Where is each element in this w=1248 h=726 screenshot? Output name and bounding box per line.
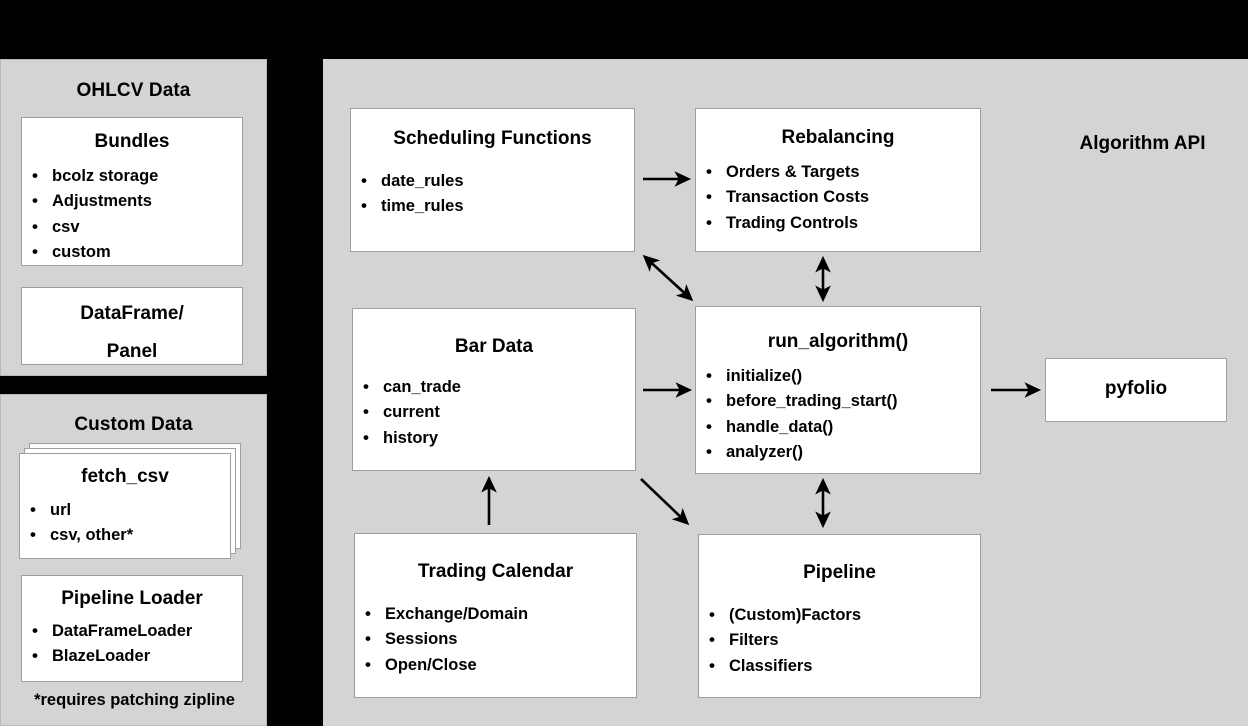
bar-data-list: can_trade current history [353, 374, 635, 452]
list-item: BlazeLoader [22, 643, 242, 670]
list-item: csv [22, 214, 242, 241]
list-item: current [353, 399, 635, 426]
bundles-card: Bundles bcolz storage Adjustments csv cu… [21, 117, 243, 266]
scheduling-functions-title: Scheduling Functions [393, 128, 592, 149]
dataframe-panel-card: DataFrame/ Panel [21, 287, 243, 365]
list-item: analyzer() [696, 439, 980, 466]
list-item: Open/Close [355, 652, 636, 679]
pyfolio-box: pyfolio [1045, 358, 1227, 422]
dataframe-card-title-line2: Panel [106, 340, 158, 362]
list-item: handle_data() [696, 414, 980, 441]
fetch-csv-list: url csv, other* [20, 497, 230, 549]
custom-data-panel: Custom Data fetch_csv url csv, other* Pi… [0, 394, 267, 726]
pipeline-loader-card: Pipeline Loader DataFrameLoader BlazeLoa… [21, 575, 243, 682]
list-item: csv, other* [20, 522, 230, 549]
list-item: Classifiers [699, 653, 980, 680]
list-item: Sessions [355, 626, 636, 653]
list-item: (Custom)Factors [699, 602, 980, 629]
scheduling-functions-box: Scheduling Functions date_rules time_rul… [350, 108, 635, 252]
list-item: DataFrameLoader [22, 618, 242, 645]
list-item: can_trade [353, 374, 635, 401]
list-item: Filters [699, 627, 980, 654]
list-item: Adjustments [22, 188, 242, 215]
pipeline-list: (Custom)Factors Filters Classifiers [699, 602, 980, 680]
list-item: before_trading_start() [696, 388, 980, 415]
fetch-csv-card-title: fetch_csv [81, 466, 169, 487]
run-algorithm-list: initialize() before_trading_start() hand… [696, 363, 980, 466]
ohlcv-data-panel: OHLCV Data Bundles bcolz storage Adjustm… [0, 59, 267, 376]
bundles-list: bcolz storage Adjustments csv custom [22, 163, 242, 266]
rebalancing-list: Orders & Targets Transaction Costs Tradi… [696, 159, 980, 237]
list-item: bcolz storage [22, 163, 242, 190]
algorithm-api-label: Algorithm API [1079, 133, 1206, 154]
custom-data-footnote: *requires patching zipline [34, 691, 235, 709]
pipeline-loader-list: DataFrameLoader BlazeLoader [22, 618, 242, 670]
list-item: Trading Controls [696, 210, 980, 237]
custom-panel-title: Custom Data [74, 414, 193, 435]
trading-calendar-list: Exchange/Domain Sessions Open/Close [355, 601, 636, 679]
bundles-card-title: Bundles [94, 131, 170, 152]
scheduling-functions-list: date_rules time_rules [351, 168, 634, 220]
pyfolio-title: pyfolio [1104, 378, 1168, 399]
list-item: url [20, 497, 230, 524]
list-item: time_rules [351, 193, 634, 220]
list-item: Transaction Costs [696, 184, 980, 211]
dataframe-card-title-line1: DataFrame/ [80, 303, 184, 324]
run-algorithm-box: run_algorithm() initialize() before_trad… [695, 306, 981, 474]
fetch-csv-card: fetch_csv url csv, other* [19, 453, 231, 559]
list-item: Orders & Targets [696, 159, 980, 186]
ohlcv-panel-title: OHLCV Data [76, 80, 191, 101]
bar-data-box: Bar Data can_trade current history [352, 308, 636, 471]
list-item: custom [22, 239, 242, 266]
pipeline-box: Pipeline (Custom)Factors Filters Classif… [698, 534, 981, 698]
arrow-bar-data-to-pipeline [640, 478, 690, 526]
arrow-scheduling-run-algorithm [642, 254, 694, 302]
run-algorithm-title: run_algorithm() [767, 331, 909, 352]
list-item: Exchange/Domain [355, 601, 636, 628]
rebalancing-title: Rebalancing [781, 127, 895, 148]
trading-calendar-title: Trading Calendar [417, 561, 574, 582]
algorithm-api-panel: Scheduling Functions date_rules time_rul… [323, 59, 1248, 726]
list-item: history [353, 425, 635, 452]
list-item: date_rules [351, 168, 634, 195]
pipeline-title: Pipeline [803, 562, 876, 583]
bar-data-title: Bar Data [454, 336, 534, 357]
rebalancing-box: Rebalancing Orders & Targets Transaction… [695, 108, 981, 252]
list-item: initialize() [696, 363, 980, 390]
pipeline-loader-card-title: Pipeline Loader [61, 588, 203, 609]
trading-calendar-box: Trading Calendar Exchange/Domain Session… [354, 533, 637, 698]
